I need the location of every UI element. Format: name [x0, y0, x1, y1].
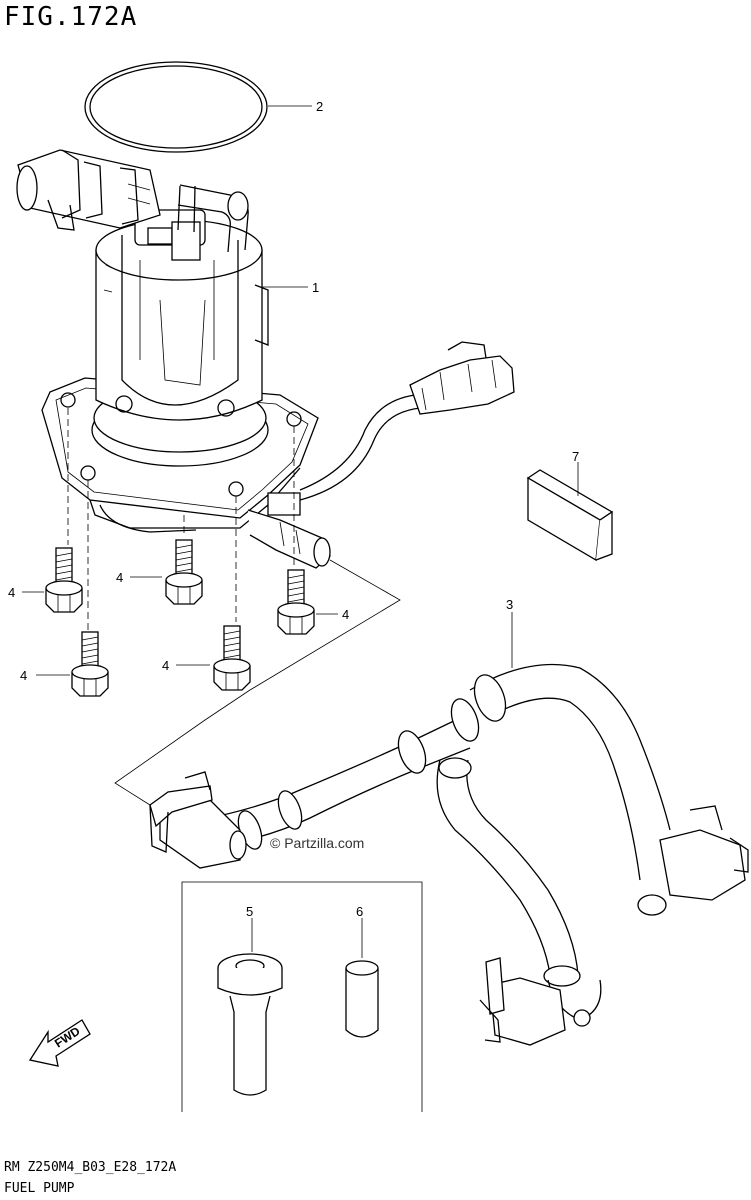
callout-6: 6: [356, 904, 363, 919]
figure-code: RM Z250M4_B03_E28_172A: [4, 1160, 177, 1175]
assembly-guide-lines: [67, 408, 401, 806]
foam-pad-part-7[interactable]: [526, 469, 614, 562]
fuel-hose-part-3[interactable]: [149, 663, 749, 1046]
bolt-part-4-d[interactable]: [213, 625, 251, 691]
watermark: © Partzilla.com: [270, 835, 364, 851]
bolt-part-4-b[interactable]: [165, 539, 203, 605]
fuel-pump-assembly-part-1[interactable]: [16, 149, 515, 569]
callout-1: 1: [312, 280, 319, 295]
callout-4a: 4: [8, 585, 15, 600]
bolt-part-4-c[interactable]: [277, 569, 315, 635]
bolt-part-4-e[interactable]: [71, 631, 109, 697]
callout-3: 3: [506, 597, 513, 612]
inset-box-parts-5-6: [181, 881, 423, 1112]
callout-4b: 4: [116, 570, 123, 585]
callout-4c: 4: [342, 607, 349, 622]
o-ring-part-2[interactable]: [84, 61, 268, 153]
fwd-arrow-icon: FWD: [28, 1019, 91, 1067]
figure-name: FUEL PUMP: [4, 1181, 75, 1196]
callout-4e: 4: [20, 668, 27, 683]
callout-2: 2: [316, 99, 323, 114]
figure-title: FIG.172A: [4, 2, 138, 32]
callout-5: 5: [246, 904, 253, 919]
callout-4d: 4: [162, 658, 169, 673]
pipe-part-5[interactable]: [217, 953, 283, 1096]
callout-7: 7: [572, 449, 579, 464]
cap-part-6[interactable]: [345, 960, 379, 1038]
bolt-part-4-a[interactable]: [45, 547, 83, 613]
